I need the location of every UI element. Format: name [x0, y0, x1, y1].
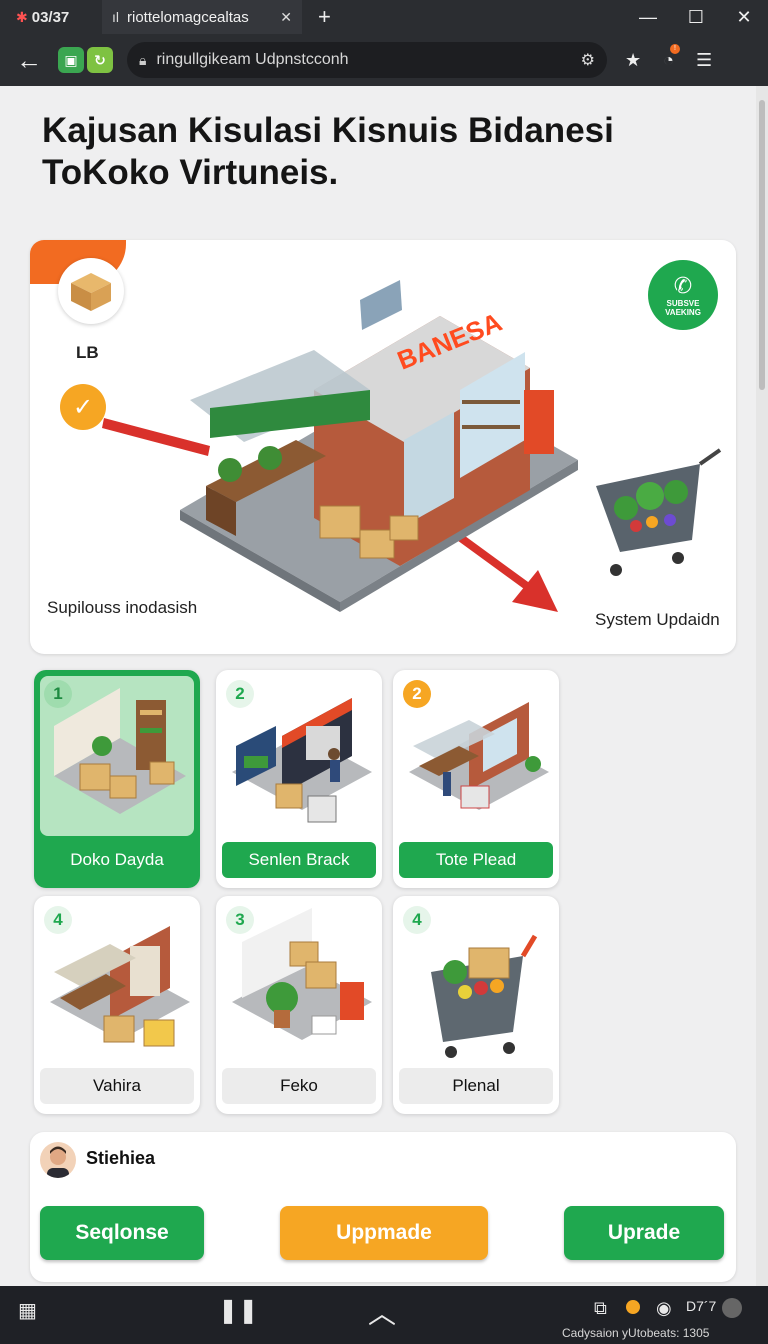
cart-thumbnail — [399, 902, 553, 1062]
step-button-4[interactable]: Vahira — [40, 1068, 194, 1104]
address-bar[interactable]: 🔒︎ ringullgikeam Udpnstcconh ⚙ — [127, 42, 607, 78]
profile-panel: Stiehiea Seqlonse Uppmade Uprade — [30, 1132, 736, 1282]
toolbar-icons: ★ ◔! ☰ — [625, 43, 713, 71]
green-awning — [210, 390, 370, 438]
arrow-down-shaft — [447, 526, 538, 596]
system-update-label: System Updaidn — [595, 610, 720, 629]
supplier-label: Supilouss inodasish — [47, 598, 198, 617]
stockroom-thumbnail — [222, 902, 376, 1062]
whatsapp-support-button[interactable]: ✆ SUBSVE VAEKING — [648, 260, 718, 330]
page-title: Kajusan Kisulasi Kisnuis Bidanesi ToKoko… — [42, 111, 614, 192]
step-number: 4 — [403, 906, 431, 934]
store-illustration: BANESA — [102, 280, 722, 612]
network-icon[interactable]: ◉ — [656, 1298, 672, 1318]
clock-text: 03/37 — [31, 8, 70, 26]
glass-door — [404, 412, 454, 526]
recording-dot-icon: ✱ — [16, 8, 28, 25]
response-button[interactable]: Seqlonse — [40, 1206, 204, 1260]
step-number: 2 — [226, 680, 254, 708]
extension-icon[interactable]: ⚙ — [580, 52, 595, 69]
chevron-up-icon[interactable]: ︿ — [368, 1298, 397, 1329]
maximize-icon[interactable]: ☐ — [687, 6, 705, 27]
minimize-icon[interactable]: — — [639, 6, 657, 27]
favicon-refresh-icon[interactable]: ↻ — [87, 47, 113, 73]
whatsapp-label: SUBSVE VAEKING — [665, 299, 701, 317]
orange-status-icon — [626, 1300, 640, 1314]
user-tray-icon[interactable] — [722, 1298, 742, 1318]
close-tab-icon[interactable]: ✕ — [280, 8, 292, 25]
browser-toolbar: ← ▣ ↻ 🔒︎ ringullgikeam Udpnstcconh ⚙ ★ ◔… — [0, 34, 768, 86]
window-tray-icon[interactable]: ⧉ — [594, 1298, 607, 1318]
page-scrollbar[interactable] — [756, 86, 768, 1286]
status-clock: ✱03/37 — [0, 9, 102, 26]
scrollbar-thumb[interactable] — [759, 100, 765, 390]
avatar[interactable] — [40, 1142, 76, 1178]
browser-tab-bar: ✱03/37 ıl riottelomagcealtas ✕ + — ☐ ✕ — [0, 0, 768, 34]
new-tab-button[interactable]: + — [318, 4, 331, 29]
package-box-icon[interactable] — [58, 258, 124, 324]
tray-label: D7´7 — [686, 1298, 717, 1314]
counter — [206, 440, 326, 502]
step-card-5[interactable]: 3 Feko — [216, 896, 382, 1114]
shelf-window — [460, 352, 525, 478]
checkmark-icon[interactable]: ✓ — [60, 384, 106, 430]
vending-machine — [524, 390, 554, 454]
badge-label: LB — [76, 343, 99, 362]
bookmark-star-icon[interactable]: ★ — [625, 49, 642, 70]
step-card-6[interactable]: 4 Plenal — [393, 896, 559, 1114]
store-counter-thumbnail — [222, 676, 376, 836]
back-arrow-icon[interactable]: ← — [16, 44, 42, 75]
lock-icon: 🔒︎ — [139, 51, 147, 68]
step-number: 4 — [44, 906, 72, 934]
site-favicons: ▣ ↻ — [58, 47, 113, 73]
step-button-6[interactable]: Plenal — [399, 1068, 553, 1104]
step-card-1[interactable]: 1 Doko Dayda — [34, 670, 200, 888]
step-button-3[interactable]: Tote Plead — [399, 842, 553, 878]
tab-title: riottelomagcealtas — [127, 8, 249, 26]
pause-icon[interactable]: ❚❚ — [218, 1297, 259, 1324]
menu-icon[interactable]: ☰ — [696, 49, 713, 70]
step-button-2[interactable]: Senlen Brack — [222, 842, 376, 878]
step-card-4[interactable]: 4 Vahira — [34, 896, 200, 1114]
browser-tab[interactable]: ıl riottelomagcealtas ✕ — [102, 0, 302, 34]
notification-badge: ! — [670, 43, 681, 54]
notification-icon[interactable]: ◔! — [663, 43, 681, 71]
page-content: Kajusan Kisulasi Kisnuis Bidanesi ToKoko… — [0, 86, 756, 1286]
step-number: 2 — [403, 680, 431, 708]
grocery-store-thumbnail — [399, 676, 553, 836]
step-card-2[interactable]: 2 Senlen Brack — [216, 670, 382, 888]
arrow-down-head — [512, 570, 558, 612]
step-card-3[interactable]: 2 Tote Plead — [393, 670, 559, 888]
step-number: 1 — [44, 680, 72, 708]
step-number: 3 — [226, 906, 254, 934]
window-controls: — ☐ ✕ — [624, 0, 768, 34]
phone-icon: ✆ — [673, 273, 693, 298]
signal-icon: ıl — [112, 9, 119, 25]
system-navigation-bar: ▦ ❚❚ ︿ ⧉ ◉ D7´7 Cadysaion yUtobeats: 130… — [0, 1286, 768, 1344]
ac-unit — [360, 280, 402, 330]
upgrade-orange-button[interactable]: Uppmade — [280, 1206, 488, 1260]
upgrade-green-button[interactable]: Uprade — [564, 1206, 724, 1260]
close-window-icon[interactable]: ✕ — [736, 6, 752, 27]
arrow-left-shape — [102, 418, 210, 456]
step-button-5[interactable]: Feko — [222, 1068, 376, 1104]
shop-interior-thumbnail — [40, 902, 194, 1062]
favicon-green-icon[interactable]: ▣ — [58, 47, 84, 73]
url-text[interactable]: ringullgikeam Udpnstcconh — [156, 51, 349, 68]
hero-illustration-card: BANESA — [30, 240, 736, 654]
step-button-1[interactable]: Doko Dayda — [70, 850, 164, 869]
taskbar-status-text: Cadysaion yUtobeats: 1305 — [562, 1326, 710, 1340]
apps-grid-icon[interactable]: ▦ — [18, 1300, 37, 1322]
shopping-cart-icon — [596, 448, 722, 576]
profile-name: Stiehiea — [86, 1148, 156, 1168]
